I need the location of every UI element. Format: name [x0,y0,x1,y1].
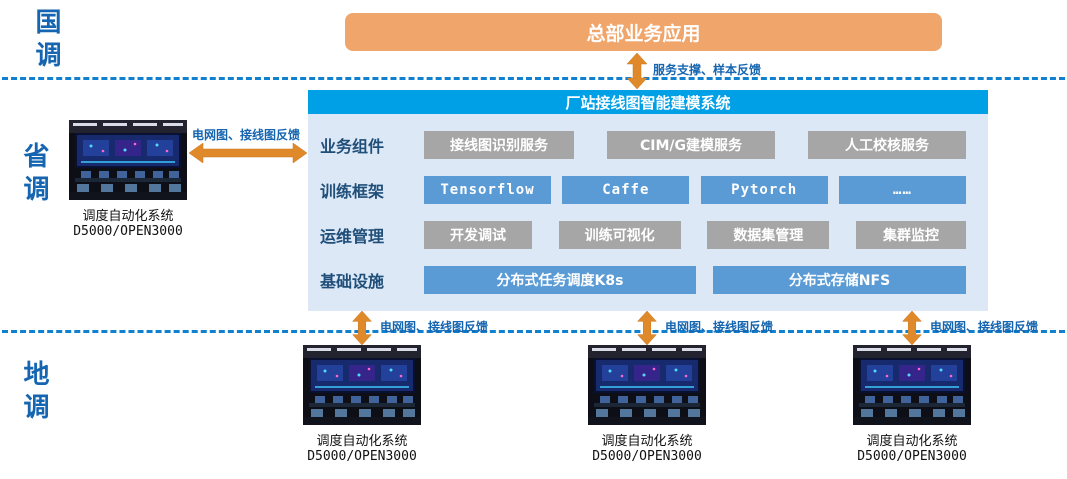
service-box: CIM/G建模服务 [607,131,775,159]
grid-feedback-label-provincial: 电网图、接线图反馈 [192,128,301,142]
infra-box: 分布式存储NFS [713,266,966,294]
station-provincial: 调度自动化系统 D5000/OPEN3000 [69,120,187,239]
hq-application-box: 总部业务应用 [345,13,942,51]
feedback-arrow-provincial [189,143,307,163]
row-operations-management: 运维管理 开发调试 训练可视化 数据集管理 集群监控 [320,221,966,249]
station-caption: 调度自动化系统 [601,434,693,449]
grid-feedback-label-district-3: 电网图、接线图反馈 [930,320,1039,334]
infra-box: 分布式任务调度K8s [424,266,696,294]
row-business-components: 业务组件 接线图识别服务 CIM/G建模服务 人工校核服务 [320,131,966,159]
station-system-name: D5000/OPEN3000 [307,449,417,464]
divider-national-provincial [2,77,1065,80]
framework-box: Caffe [562,176,690,204]
service-box: 人工校核服务 [808,131,966,159]
station-caption: 调度自动化系统 [316,434,408,449]
zone-label-provincial: 省调 [19,142,49,208]
control-room-image [853,345,971,425]
feedback-arrow-district-3 [902,311,922,345]
panel-title: 厂站接线图智能建模系统 [308,90,988,114]
hq-feedback-label: 服务支撑、样本反馈 [653,63,762,77]
ops-box: 集群监控 [855,221,966,249]
zone-label-district: 地调 [19,360,49,426]
control-room-image [303,345,421,425]
station-system-name: D5000/OPEN3000 [857,449,967,464]
feedback-arrow-hq [627,53,647,89]
feedback-arrow-district-1 [352,311,372,345]
divider-provincial-district [2,330,1065,333]
modeling-system-panel: 厂站接线图智能建模系统 业务组件 接线图识别服务 CIM/G建模服务 人工校核服… [308,90,988,311]
station-caption: 调度自动化系统 [82,209,174,224]
station-system-name: D5000/OPEN3000 [73,224,183,239]
grid-feedback-label-district-2: 电网图、接线图反馈 [665,320,774,334]
station-image-holder [69,120,187,200]
service-box: 接线图识别服务 [424,131,574,159]
station-caption: 调度自动化系统 [866,434,958,449]
framework-box: …… [838,176,966,204]
ops-box: 开发调试 [424,221,532,249]
framework-box: Tensorflow [424,176,551,204]
zone-label-national: 国调 [31,8,61,74]
row-label: 运维管理 [320,227,385,246]
control-room-image [588,345,706,425]
row-training-frameworks: 训练框架 Tensorflow Caffe Pytorch …… [320,176,966,204]
station-image-holder [853,345,971,425]
ops-box: 数据集管理 [707,221,830,249]
station-district-3: 调度自动化系统 D5000/OPEN3000 [853,345,971,464]
grid-feedback-label-district-1: 电网图、接线图反馈 [380,320,489,334]
row-label: 训练框架 [320,182,385,201]
row-infrastructure: 基础设施 分布式任务调度K8s 分布式存储NFS [320,266,966,294]
framework-box: Pytorch [700,176,828,204]
feedback-arrow-district-2 [637,311,657,345]
panel-rows: 业务组件 接线图识别服务 CIM/G建模服务 人工校核服务 训练框架 Tenso… [308,114,988,311]
station-district-2: 调度自动化系统 D5000/OPEN3000 [588,345,706,464]
row-label: 基础设施 [320,272,385,291]
station-image-holder [588,345,706,425]
station-district-1: 调度自动化系统 D5000/OPEN3000 [303,345,421,464]
control-room-image [69,120,187,200]
ops-box: 训练可视化 [558,221,681,249]
row-label: 业务组件 [320,137,385,156]
station-image-holder [303,345,421,425]
station-system-name: D5000/OPEN3000 [592,449,702,464]
